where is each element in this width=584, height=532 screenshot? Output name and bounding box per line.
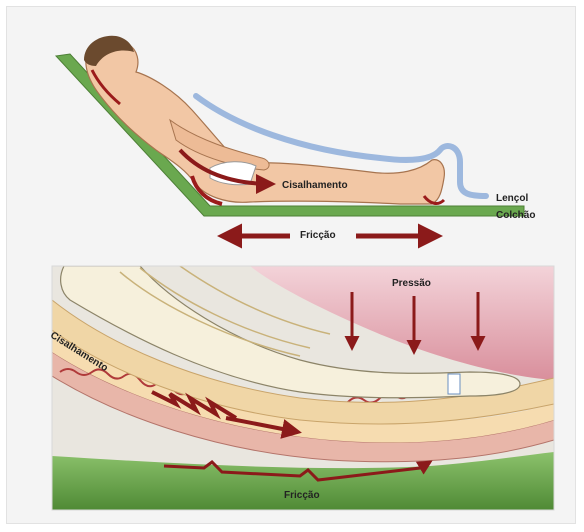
pressure-label: Pressão [392,278,431,289]
patient-body [86,41,445,204]
friction-label-bottom: Fricção [284,490,320,501]
sheet-label: Lençol [496,193,528,204]
tissue-cross-section [52,266,554,510]
mattress-label: Colchão [496,210,535,221]
bone-joint-marker [448,374,460,394]
reclined-patient-figure [56,36,524,244]
shear-label-top: Cisalhamento [282,180,348,191]
friction-label-top: Fricção [300,230,336,241]
